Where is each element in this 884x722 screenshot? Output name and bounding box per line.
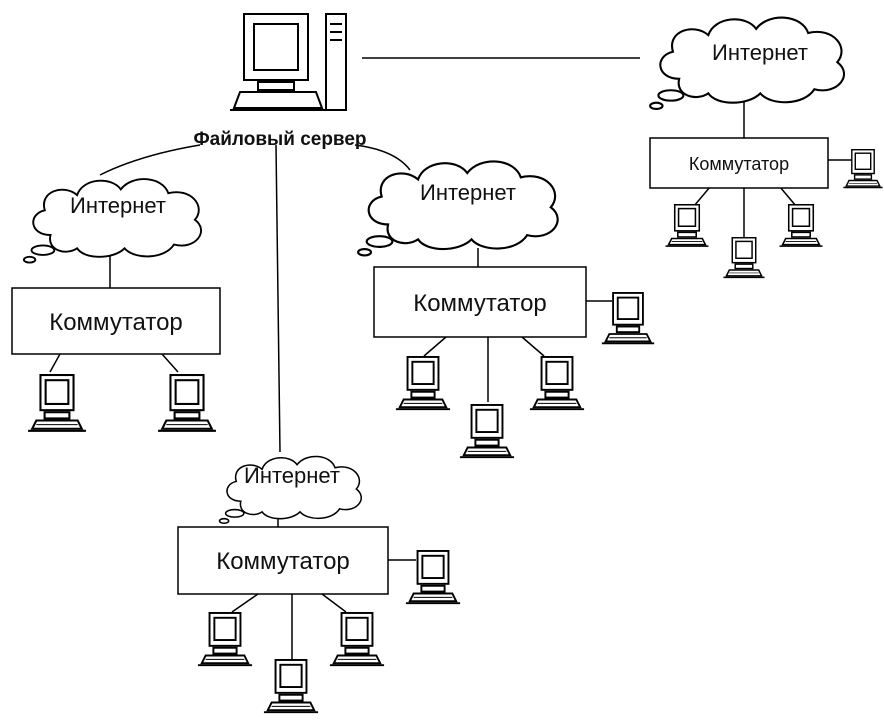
cloud-label: Интернет [712,40,808,65]
cloud-icon [22,177,203,264]
computer-icon [664,203,710,248]
cloud-label: Интернет [70,193,166,218]
computer-icon [842,148,884,189]
switch-label: Коммутатор [216,548,350,575]
link-switch-pc [693,186,711,207]
cloud-bottom: Интернет [218,455,363,524]
link-server-cloud-bottom [275,144,281,453]
switch-center: Коммутатор [373,266,587,338]
computer-icon [528,355,586,411]
computer-icon [722,236,766,279]
link-switch-pc [779,186,797,207]
link-switch-pc [161,353,179,373]
link-switch-pc [521,336,545,357]
cloud-icon [357,160,559,257]
computer-icon [156,373,218,432]
computer-icon [394,355,452,411]
computer-icon [404,549,462,605]
switch-top-right: Коммутатор [649,137,829,189]
computer-icon [778,203,824,248]
switch-label: Коммутатор [689,154,789,174]
computer-icon [196,611,254,667]
cloud-label: Интернет [244,463,340,488]
computer-icon [458,403,516,459]
file-server: Файловый сервер [193,13,367,150]
connections [49,57,852,660]
switch-label: Коммутатор [49,309,183,336]
link-switch-pc [49,353,61,373]
computer-icon [328,611,386,667]
link-server-cloud-left [99,144,201,176]
switch-label: Коммутатор [413,290,547,317]
link-server-cloud-center [354,144,411,171]
switch-bottom: Коммутатор [177,526,389,595]
link-switch-pc [321,593,347,613]
cloud-center: Интернет [357,160,559,257]
server-label: Файловый сервер [193,129,366,150]
cloud-label: Интернет [420,180,516,205]
link-switch-pc [423,336,447,357]
server-icon [230,13,347,111]
computer-icon [262,658,320,714]
switch-left: Коммутатор [11,287,221,355]
computer-icon [26,373,88,432]
link-switch-pc [231,593,259,613]
cloud-top-right: Интернет [648,16,846,110]
cloud-left: Интернет [22,177,203,264]
